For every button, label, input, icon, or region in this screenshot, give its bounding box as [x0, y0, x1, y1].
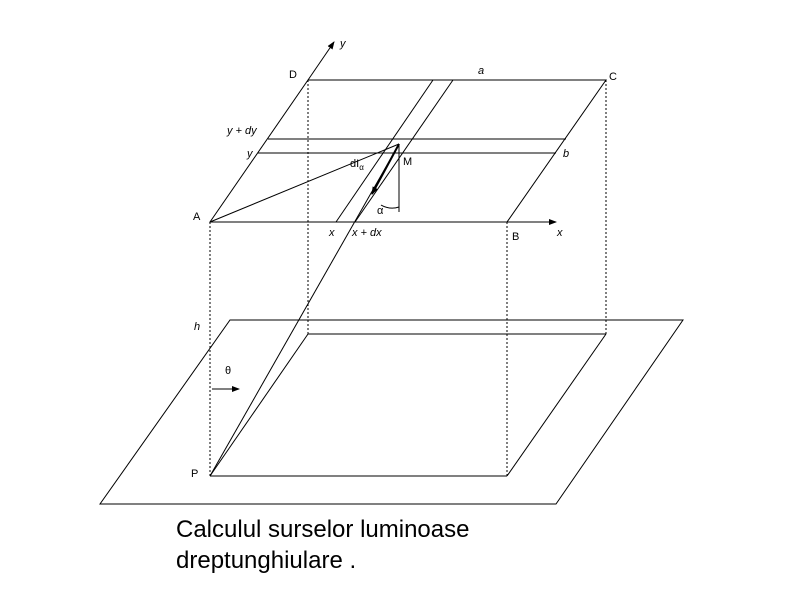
label-point-d: D: [289, 69, 297, 81]
label-point-p: P: [191, 468, 198, 480]
label-angle-theta: θ: [225, 365, 231, 377]
floor-plane: [99, 319, 684, 505]
label-y-axis: y: [339, 38, 347, 50]
label-y-position: y: [246, 148, 254, 160]
label-x-position: x: [328, 227, 335, 239]
label-point-b: B: [512, 231, 519, 243]
label-intensity-main: dI: [350, 158, 359, 170]
intensity-arrow: [371, 143, 400, 195]
label-intensity-subscript: α: [359, 163, 364, 172]
ray-p-to-m: [209, 143, 400, 477]
caption-line-2: dreptunghiulare .: [176, 547, 357, 574]
label-y-plus-dy: y + dy: [226, 125, 258, 137]
line-x: [335, 79, 434, 223]
projection-right: [506, 333, 607, 477]
y-axis: [307, 41, 335, 81]
caption: Calculul surselor luminoase dreptunghiul…: [176, 514, 469, 576]
ray-a-to-m: [209, 143, 400, 223]
label-x-axis: x: [556, 227, 563, 239]
label-point-m: M: [403, 156, 412, 168]
label-x-plus-dx: x + dx: [351, 227, 382, 239]
label-point-a: A: [193, 211, 201, 223]
label-side-b: b: [563, 148, 569, 160]
label-side-a: a: [478, 65, 484, 77]
angle-alpha-arc: [380, 204, 400, 209]
label-height-h: h: [194, 321, 200, 333]
label-point-c: C: [609, 71, 617, 83]
label-intensity: dIα: [350, 158, 364, 172]
projection-left: [209, 333, 309, 477]
caption-line-1: Calculul surselor luminoase: [176, 516, 470, 543]
line-x-plus-dx: [354, 79, 454, 223]
label-angle-alpha: α: [377, 205, 384, 217]
source-rectangle: [209, 79, 607, 223]
